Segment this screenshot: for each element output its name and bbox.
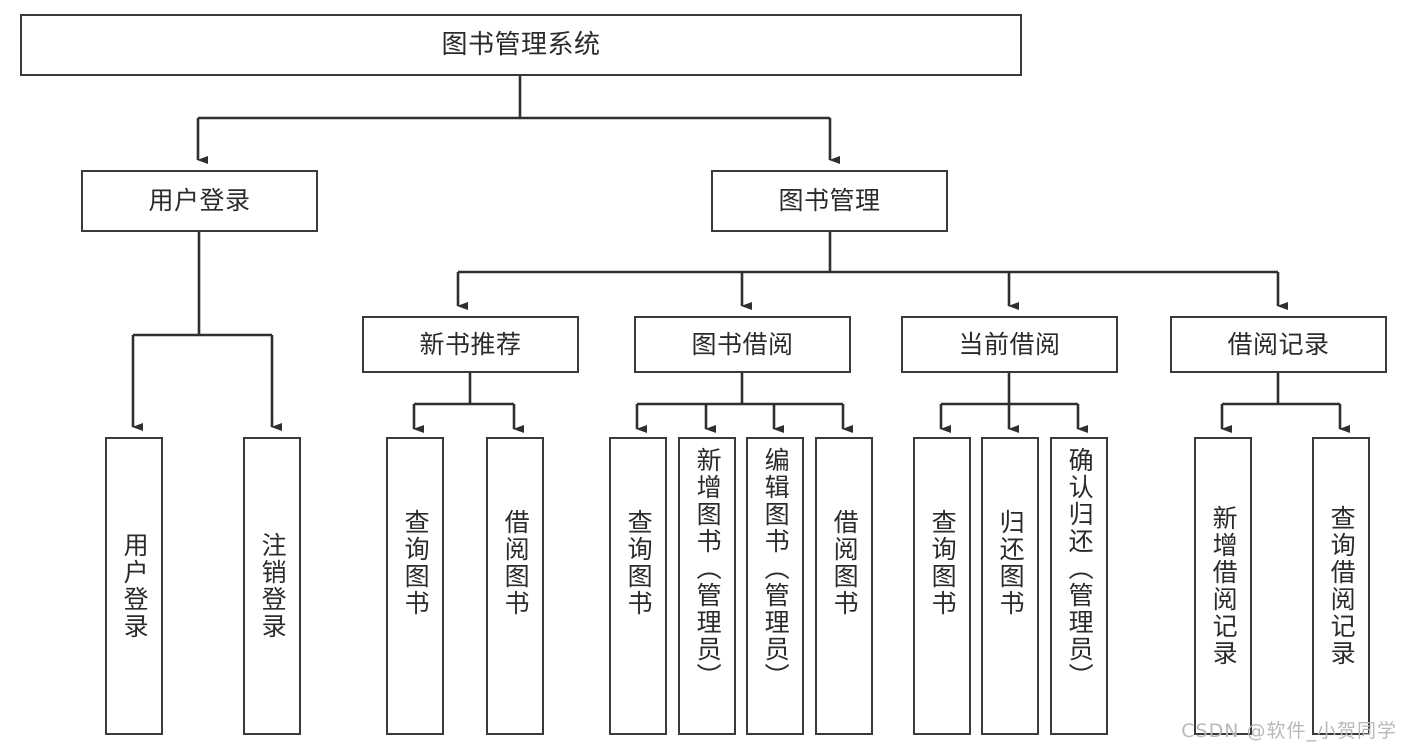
node-label: 借阅记录 [1227, 329, 1330, 359]
leaf-user-login-login[interactable]: 用户登录 [105, 437, 163, 735]
node-label: 图书管理系统 [441, 29, 601, 60]
node-label: 当前借阅 [958, 329, 1061, 359]
node-label: 查询借阅记录 [1327, 505, 1357, 667]
node-label: 图书管理 [778, 186, 881, 216]
node-label: 查询图书 [401, 509, 431, 617]
leaf-user-login-logout[interactable]: 注销登录 [243, 437, 301, 735]
leaf-new-book-query-book[interactable]: 查询图书 [386, 437, 444, 735]
node-book-management[interactable]: 图书管理 [711, 170, 948, 232]
node-label: 注销登录 [258, 532, 288, 640]
node-label: 查询图书 [624, 509, 654, 617]
node-label: 查询图书 [928, 509, 958, 617]
leaf-book-borrow-add-book-admin[interactable]: 新增图书（管理员） [678, 437, 736, 735]
node-label: 新增借阅记录 [1209, 505, 1239, 667]
node-current-borrow[interactable]: 当前借阅 [901, 316, 1118, 373]
node-label: 编辑图书（管理员） [761, 447, 791, 690]
node-borrow-record[interactable]: 借阅记录 [1170, 316, 1387, 373]
node-label: 确认归还（管理员） [1065, 447, 1095, 690]
watermark-text: CSDN @软件_小贺同学 [1181, 720, 1397, 742]
node-label: 用户登录 [148, 186, 251, 216]
node-user-login[interactable]: 用户登录 [81, 170, 318, 232]
node-label: 图书借阅 [691, 329, 794, 359]
node-label: 借阅图书 [501, 509, 531, 617]
leaf-book-borrow-edit-book-admin[interactable]: 编辑图书（管理员） [746, 437, 804, 735]
node-label: 新增图书（管理员） [693, 447, 723, 690]
node-label: 新书推荐 [419, 329, 522, 359]
leaf-current-borrow-query-book[interactable]: 查询图书 [913, 437, 971, 735]
node-label: 借阅图书 [830, 509, 860, 617]
node-root-book-management-system[interactable]: 图书管理系统 [20, 14, 1022, 76]
leaf-borrow-record-add-record[interactable]: 新增借阅记录 [1194, 437, 1252, 735]
leaf-new-book-borrow-book[interactable]: 借阅图书 [486, 437, 544, 735]
leaf-book-borrow-query-book[interactable]: 查询图书 [609, 437, 667, 735]
leaf-current-borrow-confirm-return-admin[interactable]: 确认归还（管理员） [1050, 437, 1108, 735]
leaf-borrow-record-query-record[interactable]: 查询借阅记录 [1312, 437, 1370, 735]
node-book-borrow[interactable]: 图书借阅 [634, 316, 851, 373]
node-new-book-recommend[interactable]: 新书推荐 [362, 316, 579, 373]
leaf-book-borrow-borrow-book[interactable]: 借阅图书 [815, 437, 873, 735]
leaf-current-borrow-return-book[interactable]: 归还图书 [981, 437, 1039, 735]
node-label: 归还图书 [996, 509, 1026, 617]
node-label: 用户登录 [120, 532, 150, 640]
